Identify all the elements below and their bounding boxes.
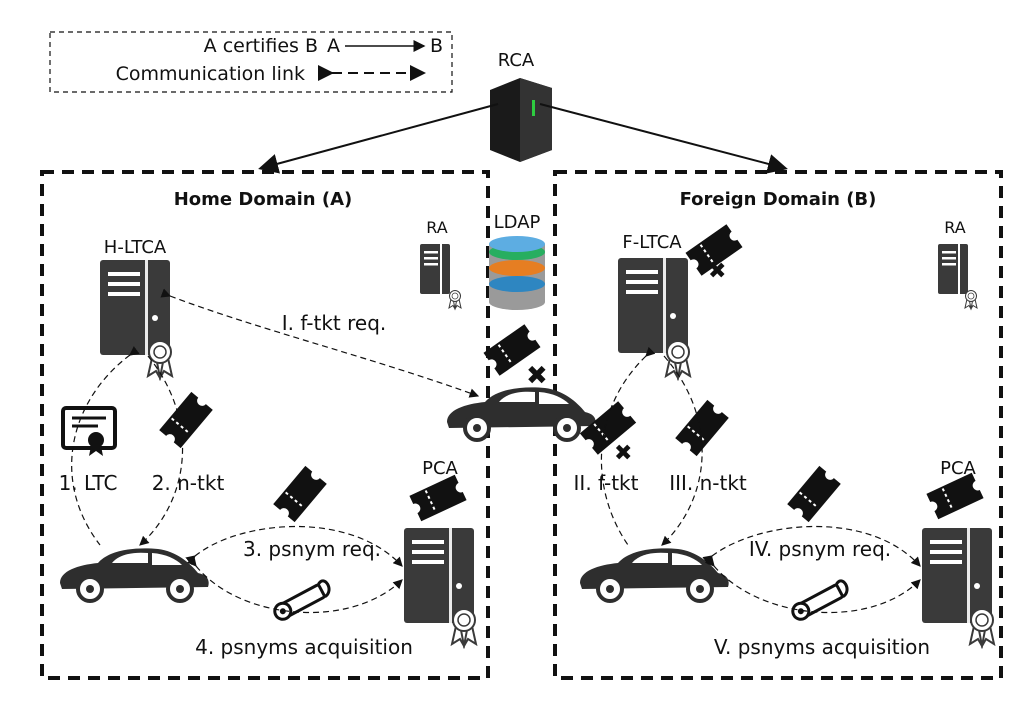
home-pca-ticket-icon <box>408 473 468 523</box>
foreign-pca-ticket-icon <box>925 471 985 521</box>
foreign-pca-badge-icon <box>969 608 995 647</box>
ltc-link <box>71 346 140 546</box>
foreign-step3-label: III. n-tkt <box>669 471 747 495</box>
legend: A certifies B A B Communication link <box>49 31 453 93</box>
foreign-psnym-scroll-icon <box>788 577 853 624</box>
ftkt-req-link <box>160 288 480 398</box>
home-pca-badge-icon <box>451 608 477 647</box>
foreign-ra-label: RA <box>944 218 965 237</box>
foreign-step5-label: V. psnyms acquisition <box>714 635 930 659</box>
psnym-req-ticket-icon <box>272 464 328 524</box>
rca-foreign-arrow <box>539 103 788 174</box>
home-step4-label: 4. psnyms acquisition <box>195 635 413 659</box>
rca-label: RCA <box>498 50 535 71</box>
foreign-step2-label: II. f-tkt <box>574 471 639 495</box>
legend-certifies-text: A certifies B <box>204 35 318 57</box>
rca-home-arrow <box>258 103 499 174</box>
home-ra-badge-icon <box>448 290 462 310</box>
ftkt-req-label: I. f-tkt req. <box>282 311 387 335</box>
home-ra-server-icon <box>420 244 450 294</box>
f-tkt-link <box>600 346 656 546</box>
home-step3-label: 3. psnym req. <box>243 537 381 561</box>
foreign-ntkt-link <box>661 355 703 546</box>
home-pca-label: PCA <box>422 458 458 479</box>
home-step1-label: 1. LTC <box>59 471 118 495</box>
h-ltca-label: H-LTCA <box>104 237 167 258</box>
foreign-car-icon <box>578 546 731 603</box>
legend-box <box>49 31 453 93</box>
ticket-cross-icon: ✖ <box>526 361 548 391</box>
f-ltca-badge-icon <box>665 340 691 379</box>
legend-certifies-b: B <box>430 35 443 57</box>
home-car-icon <box>58 546 211 603</box>
foreign-psnym-req-link <box>702 525 921 567</box>
psnym-req-link <box>185 525 403 567</box>
foreign-psnym-acq-link <box>704 556 921 614</box>
home-domain-box <box>40 170 490 680</box>
f-ltca-cross-icon: ✖ <box>708 259 726 284</box>
psnym-acq-link <box>186 556 403 614</box>
ldap-label: LDAP <box>494 212 541 233</box>
n-tkt-icon <box>158 390 214 450</box>
psnym-scroll-icon <box>270 577 335 624</box>
roaming-car-icon <box>445 385 598 442</box>
f-tkt-cross-icon: ✖ <box>614 441 632 466</box>
foreign-ra-server-icon <box>938 244 968 294</box>
legend-link-text: Communication link <box>116 63 305 85</box>
foreign-domain-title: Foreign Domain (B) <box>680 189 877 210</box>
ldap-database-icon <box>489 236 545 310</box>
ntkt-link <box>139 355 184 546</box>
home-ra-label: RA <box>426 218 447 237</box>
foreign-pca-label: PCA <box>940 458 976 479</box>
home-step2-label: 2. n-tkt <box>152 471 225 495</box>
foreign-step4-label: IV. psnym req. <box>749 537 891 561</box>
ltc-certificate-icon <box>61 406 117 456</box>
f-ltca-label: F-LTCA <box>622 232 682 253</box>
foreign-psnym-req-ticket-icon <box>786 464 842 524</box>
home-domain-title: Home Domain (A) <box>174 189 353 210</box>
rca-server-icon <box>490 78 552 162</box>
foreign-ra-badge-icon <box>964 290 978 310</box>
f-ltca-server-icon <box>618 258 688 353</box>
legend-certifies-a: A <box>327 35 340 57</box>
